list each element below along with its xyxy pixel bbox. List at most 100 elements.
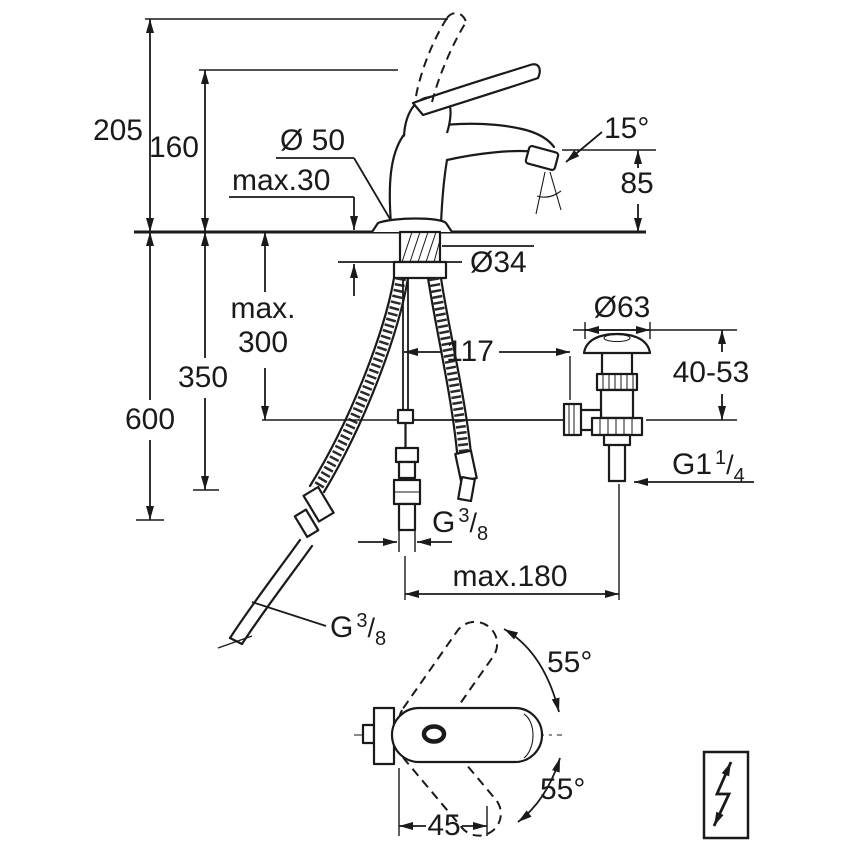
locknut bbox=[392, 260, 448, 280]
lever-raised-dashed-edge bbox=[415, 17, 448, 97]
thread-base: G bbox=[432, 506, 455, 539]
dimension-205: 205 bbox=[93, 18, 448, 232]
dim-label-dia63: Ø63 bbox=[594, 291, 651, 324]
dim-label-350: 350 bbox=[178, 361, 228, 394]
thread-denominator: 8 bbox=[375, 628, 386, 650]
side-pin bbox=[361, 723, 376, 745]
waste-flange-dome bbox=[582, 332, 652, 355]
dimension-dia50: Ø 50 bbox=[276, 124, 391, 220]
spray-ray bbox=[535, 171, 546, 215]
union-nut bbox=[302, 485, 335, 523]
right-hose-fitting bbox=[454, 449, 478, 503]
dimension-max30: max.30 bbox=[229, 164, 358, 296]
lever-outline bbox=[399, 723, 502, 837]
lever-solid bbox=[390, 706, 544, 764]
thread-nipple bbox=[397, 502, 417, 532]
thread-slash: / bbox=[726, 450, 734, 480]
popup-waste bbox=[562, 332, 652, 483]
dim-label-max30: max.30 bbox=[232, 164, 330, 197]
body-left-edge bbox=[388, 134, 405, 226]
pivot-knob bbox=[562, 402, 583, 437]
smooth-hose-edge bbox=[228, 538, 302, 640]
thread-slash: / bbox=[367, 613, 375, 643]
deck bbox=[134, 230, 646, 263]
thread-numerator: 3 bbox=[356, 610, 367, 632]
dim-label-max: max. bbox=[230, 292, 295, 325]
dim-label-55-lower: 55° bbox=[540, 773, 585, 806]
left-hose-fitting bbox=[217, 485, 335, 649]
aerator-outlet bbox=[524, 144, 560, 172]
thread-numerator: 3 bbox=[458, 505, 469, 527]
dim-label-55-upper: 55° bbox=[547, 646, 592, 679]
dim-label-160: 160 bbox=[149, 131, 199, 164]
dim-label-15deg: 15° bbox=[604, 112, 649, 145]
dim-label-205: 205 bbox=[93, 114, 143, 147]
thread-denominator: 8 bbox=[477, 523, 488, 545]
dimension-45: 45 bbox=[398, 768, 488, 842]
dimension-dia63: Ø63 bbox=[573, 291, 737, 339]
dim-label-dia34: Ø34 bbox=[470, 246, 527, 279]
thread-hatch bbox=[425, 231, 437, 263]
flange-cap bbox=[603, 333, 631, 343]
dim-label-dia50: Ø 50 bbox=[280, 124, 345, 157]
hose-cut-tick bbox=[217, 635, 253, 649]
lever-raised-dashed-edge bbox=[431, 21, 467, 103]
leader-line bbox=[251, 601, 327, 627]
dimension-angle15: 15° bbox=[565, 112, 649, 163]
thread-slash: / bbox=[469, 508, 477, 538]
leader-arrow bbox=[565, 131, 603, 163]
dimension-160: 160 bbox=[149, 69, 398, 232]
dim-label-40-53: 40-53 bbox=[673, 356, 750, 389]
supply-hoses bbox=[308, 276, 473, 494]
rod-clevis bbox=[396, 408, 415, 425]
lever-solid bbox=[411, 63, 541, 117]
dimension-117: 117 bbox=[404, 335, 571, 400]
dim-label-117: 117 bbox=[446, 335, 494, 368]
braided-hose-left bbox=[312, 277, 406, 492]
mounting-shank bbox=[392, 230, 448, 280]
lever-logo-oval bbox=[421, 724, 447, 744]
body-right-edge bbox=[439, 158, 449, 226]
dimension-600: 600 bbox=[125, 232, 175, 521]
dim-label-300: 300 bbox=[238, 326, 288, 359]
dimension-max180: max.180 bbox=[404, 484, 620, 600]
dimension-350: 350 bbox=[178, 232, 228, 491]
dim-label-45: 45 bbox=[427, 809, 460, 842]
faucet-side-view bbox=[371, 12, 562, 233]
lever-raised-dashed-tip bbox=[446, 12, 467, 23]
thread-hatch bbox=[417, 231, 429, 263]
handle-front-view: 55° 55° bbox=[354, 620, 592, 837]
dim-label-600: 600 bbox=[125, 403, 175, 436]
thread-hatch bbox=[401, 231, 413, 263]
thread-numerator: 1 bbox=[715, 447, 726, 469]
thread-hatch bbox=[409, 231, 421, 263]
thread-hatch bbox=[433, 239, 441, 263]
thread-base: G bbox=[330, 611, 353, 644]
lever-tip-detail bbox=[523, 713, 534, 759]
braided-hose-right bbox=[429, 277, 469, 454]
leader-line bbox=[353, 157, 391, 220]
connector bbox=[394, 446, 420, 464]
hose-edge bbox=[426, 276, 459, 454]
swing-arc-down bbox=[517, 757, 561, 823]
dimension-dia34: Ø34 bbox=[442, 245, 534, 279]
dim-label-max180: max.180 bbox=[452, 560, 567, 593]
spray-angle-arc bbox=[536, 190, 562, 198]
hose-edge bbox=[439, 276, 473, 456]
smooth-hose-edge bbox=[240, 544, 314, 646]
union-nut bbox=[293, 508, 320, 538]
hose-edge bbox=[308, 276, 396, 488]
spray-ray bbox=[549, 171, 562, 211]
dimension-85: 85 bbox=[562, 149, 656, 232]
check-valve-stack bbox=[392, 446, 422, 552]
swing-arc-up bbox=[503, 628, 560, 713]
thread-base: G1 bbox=[672, 448, 712, 481]
